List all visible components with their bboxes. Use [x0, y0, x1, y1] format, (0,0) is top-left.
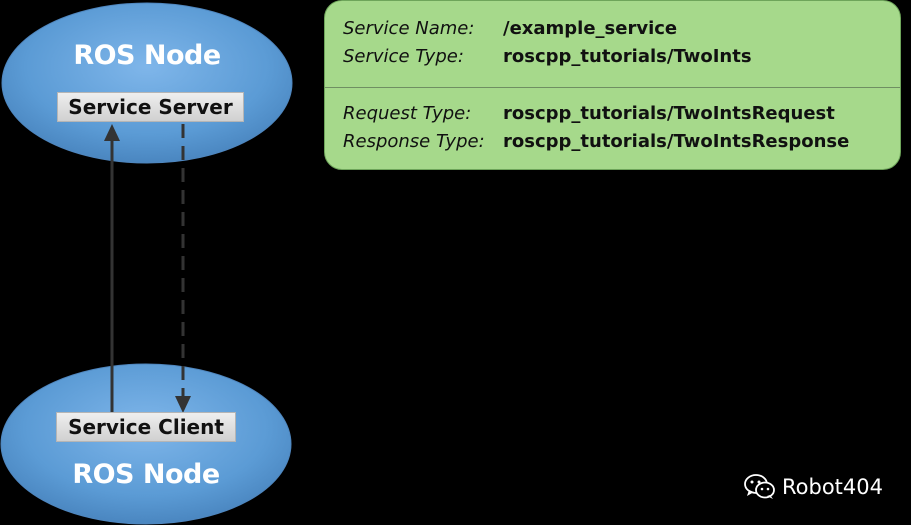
service-type-value: roscpp_tutorials/TwoInts: [503, 46, 752, 67]
request-type-value: roscpp_tutorials/TwoIntsRequest: [503, 103, 835, 124]
service-name-label: Service Name:: [343, 18, 475, 39]
response-type-row: Response Type: roscpp_tutorials/TwoIntsRe…: [343, 129, 849, 155]
client-node-title: ROS Node: [72, 459, 220, 490]
request-arrow: [104, 124, 120, 414]
request-type-label: Request Type:: [343, 103, 472, 124]
service-server-box: Service Server: [57, 92, 244, 122]
server-node-title: ROS Node: [73, 40, 221, 71]
server-node-ellipse: [1, 2, 293, 164]
client-node-ellipse: [0, 363, 292, 525]
watermark: Robot404: [744, 472, 883, 502]
info-divider: [325, 87, 900, 88]
service-info-panel: Service Name: /example_service Service Ty…: [324, 0, 901, 170]
service-name-value: /example_service: [503, 18, 678, 39]
service-client-box: Service Client: [56, 412, 236, 442]
response-type-value: roscpp_tutorials/TwoIntsResponse: [503, 131, 850, 152]
response-type-label: Response Type:: [343, 131, 485, 152]
watermark-text: Robot404: [782, 475, 883, 499]
service-name-row: Service Name: /example_service: [343, 16, 677, 42]
wechat-icon: [744, 474, 775, 499]
response-arrow: [175, 124, 191, 413]
service-type-row: Service Type: roscpp_tutorials/TwoInts: [343, 44, 752, 70]
service-type-label: Service Type:: [343, 46, 464, 67]
request-type-row: Request Type: roscpp_tutorials/TwoIntsReq…: [343, 101, 835, 127]
